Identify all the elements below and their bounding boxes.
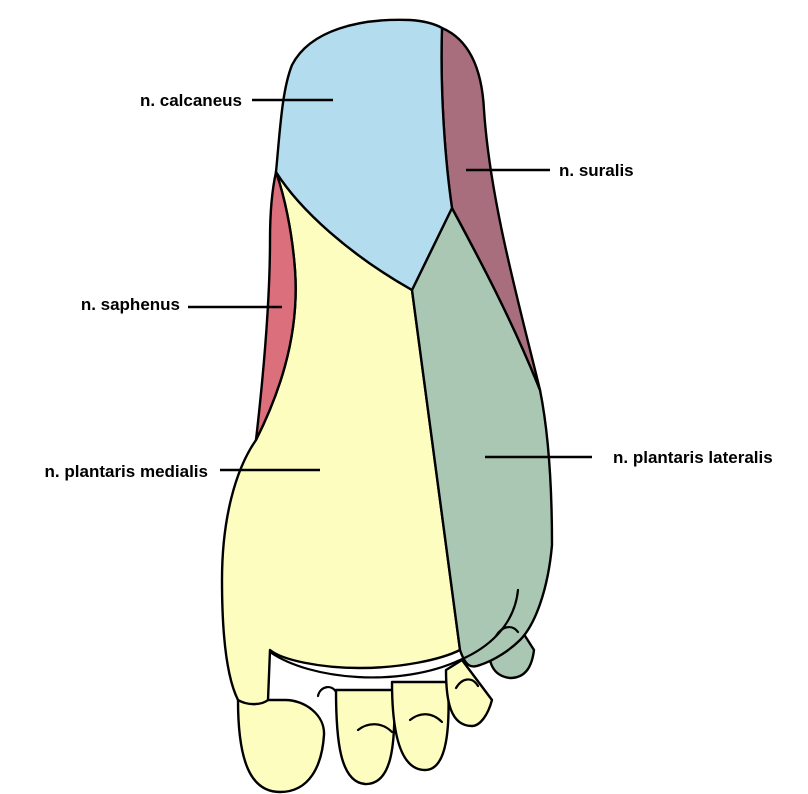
toe-second xyxy=(336,690,394,784)
toe-third xyxy=(392,682,449,770)
label-plantaris-lateralis: n. plantaris lateralis xyxy=(613,448,773,467)
toe-gap-big xyxy=(318,687,336,696)
label-plantaris-medialis: n. plantaris medialis xyxy=(45,462,208,481)
toe-fourth xyxy=(446,660,492,726)
label-calcaneus: n. calcaneus xyxy=(140,91,242,110)
toe-big xyxy=(238,700,324,792)
label-saphenus: n. saphenus xyxy=(81,295,180,314)
label-suralis: n. suralis xyxy=(559,161,634,180)
